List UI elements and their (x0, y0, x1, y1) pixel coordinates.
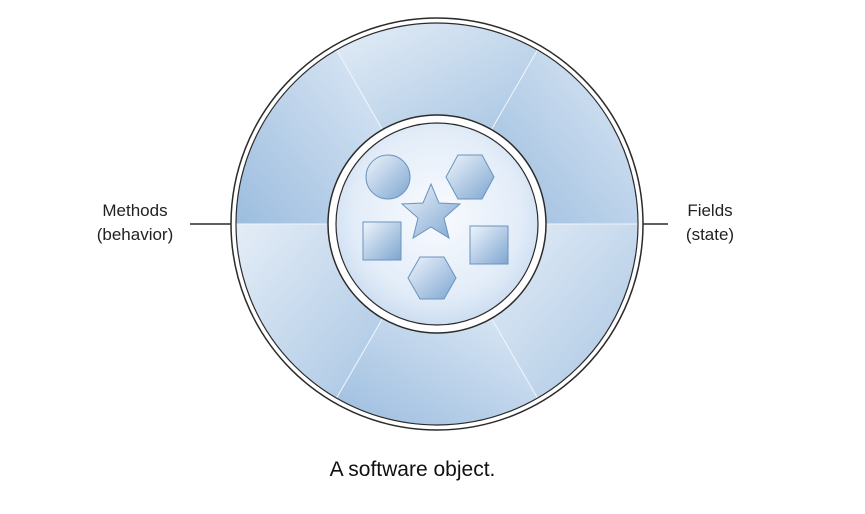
fields-label: Fields (state) (660, 199, 760, 247)
methods-label-line1: Methods (102, 201, 168, 220)
hexagon-shape-top (445, 154, 495, 200)
methods-label: Methods (behavior) (75, 199, 195, 247)
fields-label-line2: (state) (685, 225, 735, 244)
methods-ring-outline (235, 22, 639, 426)
hexagon-shape-bottom (407, 256, 457, 300)
square-shape-left (362, 221, 402, 261)
square-shape-right (469, 225, 509, 265)
caption-text: A software object. (329, 458, 496, 481)
methods-label-line2: (behavior) (96, 225, 174, 244)
figure-caption: A software object. (0, 458, 865, 482)
methods-ring (235, 22, 639, 426)
fields-label-line1: Fields (687, 201, 733, 220)
circle-shape (365, 154, 411, 200)
star-shape (400, 182, 462, 240)
